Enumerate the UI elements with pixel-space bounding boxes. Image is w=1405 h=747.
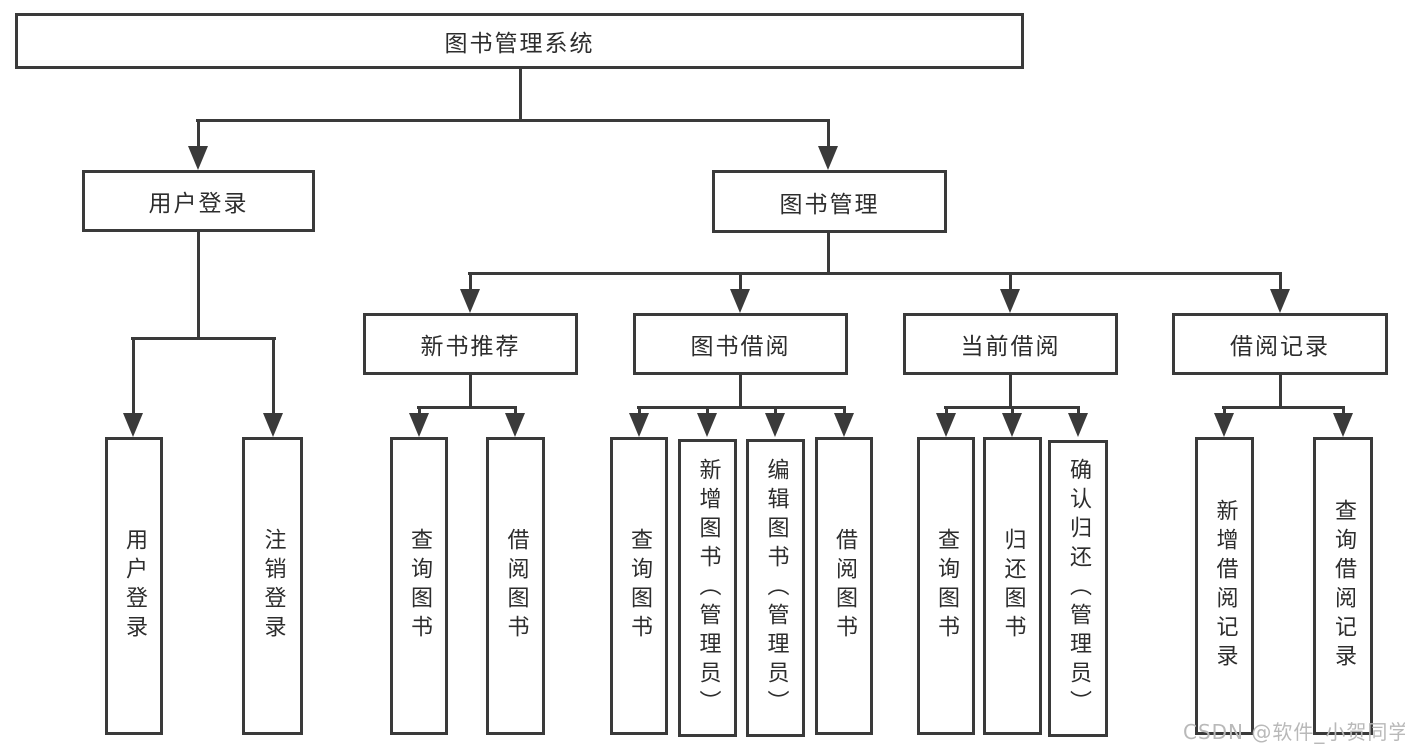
- connector-g2-leaf-2: [706, 406, 709, 418]
- connector-g1-leaf-1: [418, 406, 421, 418]
- connector-mgmt-stem: [827, 233, 830, 275]
- connector-g3-leaf-3: [1077, 406, 1080, 418]
- leaf-edit-book-admin: 编辑图书（管理员）: [746, 439, 805, 737]
- connector-g3-leaf-2: [1011, 406, 1014, 418]
- arrow-down-g4-leaf-2: [1333, 413, 1353, 437]
- connector-group4-split: [1222, 406, 1345, 409]
- connector-login-split: [131, 337, 276, 340]
- leaf-logout: 注销登录: [242, 437, 303, 735]
- leaf-label: 用户登录: [122, 528, 147, 644]
- connector-group4-stem: [1279, 374, 1282, 409]
- leaf-query-books-borrowing: 查询图书: [610, 437, 668, 735]
- connector-to-group-1: [469, 272, 472, 294]
- leaf-label: 编辑图书（管理员）: [763, 457, 789, 719]
- arrow-down-group-4: [1270, 289, 1290, 313]
- connector-login-stem: [197, 232, 200, 340]
- leaf-user-login: 用户登录: [105, 437, 163, 735]
- connector-to-group-2: [739, 272, 742, 294]
- node-book-borrowing: 图书借阅: [633, 313, 848, 375]
- arrow-down-book-mgmt: [818, 146, 838, 170]
- connector-group3-stem: [1009, 374, 1012, 409]
- leaf-label: 查询图书: [627, 528, 652, 644]
- arrow-down-group-3: [1000, 289, 1020, 313]
- arrow-down-g4-leaf-1: [1214, 413, 1234, 437]
- leaf-label: 借阅图书: [832, 528, 857, 644]
- arrow-down-login-leaf-1: [123, 413, 143, 437]
- arrow-down-login-leaf-2: [263, 413, 283, 437]
- leaf-add-book-admin: 新增图书（管理员）: [678, 439, 737, 737]
- connector-level3-split: [468, 272, 1282, 275]
- leaf-borrow-books-borrowing: 借阅图书: [815, 437, 873, 735]
- connector-g4-leaf-2: [1342, 406, 1345, 418]
- leaf-add-borrow-record: 新增借阅记录: [1195, 437, 1254, 735]
- node-book-management: 图书管理: [712, 170, 947, 233]
- connector-group2-stem: [739, 374, 742, 409]
- arrow-down-g2-leaf-2: [697, 413, 717, 437]
- connector-group1-stem: [469, 374, 472, 409]
- leaf-label: 查询借阅记录: [1331, 499, 1356, 673]
- leaf-label: 借阅图书: [503, 528, 529, 644]
- connector-group1-split: [417, 406, 517, 409]
- leaf-label: 新增借阅记录: [1212, 499, 1238, 673]
- leaf-label: 归还图书: [1000, 528, 1026, 644]
- connector-g1-leaf-2: [514, 406, 517, 418]
- connector-to-user-login: [197, 119, 200, 152]
- arrow-down-g3-leaf-2: [1002, 413, 1022, 437]
- connector-g3-leaf-1: [945, 406, 948, 418]
- arrow-down-user-login: [188, 146, 208, 170]
- connector-group2-split: [637, 406, 846, 409]
- node-current-borrowing: 当前借阅: [903, 313, 1118, 375]
- leaf-label: 查询图书: [934, 528, 959, 644]
- arrow-down-g2-leaf-1: [629, 413, 649, 437]
- leaf-label: 新增图书（管理员）: [695, 457, 721, 719]
- leaf-query-books-recommend: 查询图书: [390, 437, 448, 735]
- arrow-down-g1-leaf-1: [409, 413, 429, 437]
- csdn-watermark: CSDN @软件_小贺同学: [1183, 720, 1405, 744]
- node-user-login: 用户登录: [82, 170, 315, 232]
- leaf-confirm-return-admin: 确认归还（管理员）: [1048, 440, 1108, 737]
- arrow-down-g1-leaf-2: [505, 413, 525, 437]
- leaf-borrow-books-recommend: 借阅图书: [486, 437, 545, 735]
- leaf-return-books: 归还图书: [983, 437, 1042, 735]
- connector-g2-leaf-4: [843, 406, 846, 418]
- arrow-down-g3-leaf-3: [1068, 413, 1088, 437]
- connector-login-leaf-2: [272, 337, 275, 417]
- leaf-label: 注销登录: [260, 528, 286, 644]
- node-library-system: 图书管理系统: [15, 13, 1024, 69]
- leaf-label: 查询图书: [407, 528, 432, 644]
- connector-level2-split: [196, 119, 830, 122]
- leaf-query-books-current: 查询图书: [917, 437, 975, 735]
- arrow-down-g3-leaf-1: [936, 413, 956, 437]
- node-borrow-records: 借阅记录: [1172, 313, 1388, 375]
- arrow-down-g2-leaf-3: [765, 413, 785, 437]
- connector-to-group-3: [1009, 272, 1012, 294]
- arrow-down-g2-leaf-4: [834, 413, 854, 437]
- connector-g2-leaf-3: [774, 406, 777, 418]
- leaf-query-borrow-record: 查询借阅记录: [1313, 437, 1373, 735]
- arrow-down-group-2: [730, 289, 750, 313]
- connector-to-group-4: [1279, 272, 1282, 294]
- connector-root-stem: [519, 69, 522, 121]
- connector-login-leaf-1: [132, 337, 135, 417]
- connector-g4-leaf-1: [1223, 406, 1226, 418]
- node-new-book-recommend: 新书推荐: [363, 313, 578, 375]
- leaf-label: 确认归还（管理员）: [1066, 458, 1091, 719]
- connector-to-book-mgmt: [827, 119, 830, 152]
- arrow-down-group-1: [460, 289, 480, 313]
- connector-g2-leaf-1: [638, 406, 641, 418]
